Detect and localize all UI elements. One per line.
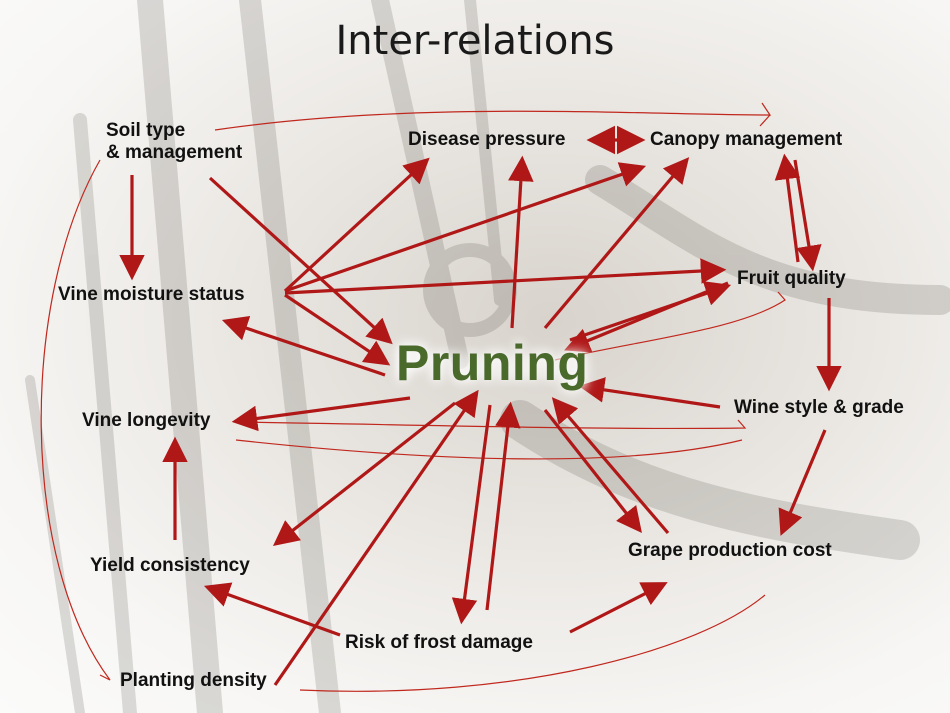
arrow-moisture-to-canopy xyxy=(284,162,647,293)
node-soil-line1: Soil type xyxy=(106,120,186,141)
arrow-pruning-to-frost xyxy=(451,404,492,625)
node-wine-style-grade: Wine style & grade xyxy=(734,397,904,418)
node-disease-pressure: Disease pressure xyxy=(408,129,566,150)
arrow-pruning-to-yield xyxy=(272,401,456,546)
arrow-moisture-to-disease xyxy=(283,157,430,293)
arrow-pruning-to-canopy xyxy=(543,157,690,330)
arrow-cost-to-pruning xyxy=(551,397,670,535)
main-arrows xyxy=(119,153,842,686)
arrow-moisture-to-fruit xyxy=(284,258,727,295)
arrow-frost-to-yield xyxy=(203,582,341,637)
handdrawn-curves xyxy=(40,102,786,692)
node-canopy-management: Canopy management xyxy=(650,129,843,150)
arrow-frost-to-cost xyxy=(569,582,668,634)
node-risk-of-frost-damage: Risk of frost damage xyxy=(345,632,533,653)
arrow-pruning-to-disease xyxy=(508,155,534,329)
arrow-moisture-to-pruning xyxy=(284,293,391,366)
arrow-frost-to-pruning xyxy=(485,401,521,611)
node-fruit-quality: Fruit quality xyxy=(737,268,846,289)
node-vine-moisture-status: Vine moisture status xyxy=(58,284,245,305)
arrow-soil-to-pruning xyxy=(208,176,393,345)
arrow-planting-to-pruning xyxy=(273,389,479,686)
arrow-pruning-to-cost xyxy=(543,409,642,534)
arrow-wine-to-cost xyxy=(778,429,827,536)
node-vine-longevity: Vine longevity xyxy=(82,410,211,431)
arrow-fruit-to-pruning xyxy=(564,281,729,353)
node-grape-production-cost: Grape production cost xyxy=(628,540,832,561)
center-pruning: Pruning xyxy=(396,335,589,391)
node-planting-density: Planting density xyxy=(120,670,267,691)
arrow-pruning-to-moisture xyxy=(221,316,386,377)
arrow-canopy-to-fruit xyxy=(793,159,822,272)
node-soil-line2: & management xyxy=(106,142,243,163)
node-soil-type: Soil type & management xyxy=(106,120,242,164)
arrow-pruning-to-longevity xyxy=(231,396,411,432)
arrow-fruit-to-canopy xyxy=(774,153,801,263)
slide-title: Inter-relations xyxy=(335,18,615,64)
arrow-wine-to-pruning xyxy=(578,377,721,409)
node-yield-consistency: Yield consistency xyxy=(90,555,250,576)
